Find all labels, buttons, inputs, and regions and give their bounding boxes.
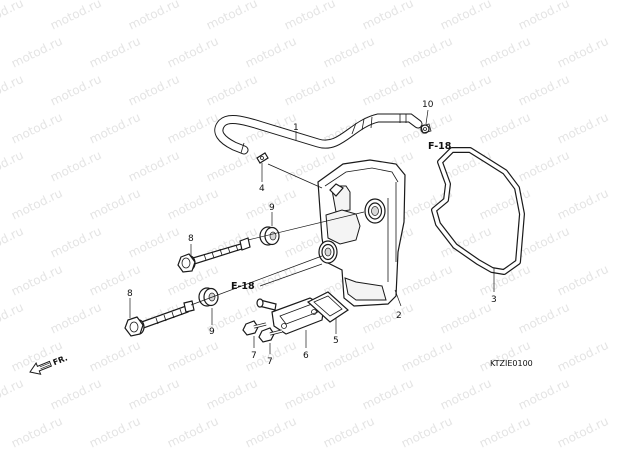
plate-gasket <box>306 291 349 323</box>
callout-5: 5 <box>333 336 339 346</box>
screw-right <box>258 327 283 343</box>
callout-3: 3 <box>491 295 497 305</box>
front-label: FR. <box>52 353 69 367</box>
breather-hose <box>214 113 423 155</box>
callout-1: 1 <box>293 123 299 133</box>
callout-4: 4 <box>259 184 265 194</box>
screw-left <box>242 320 267 336</box>
cylinder-head-cover <box>317 159 406 307</box>
callout-8-upper: 8 <box>188 234 194 244</box>
head-cover-gasket <box>431 147 525 275</box>
diagram-code: KTZIE0100 <box>490 359 533 368</box>
callout-labels: 1 2 3 4 5 6 7 7 8 8 9 9 10 <box>127 100 497 367</box>
ref-f18[interactable]: F-18 <box>428 141 452 152</box>
callout-9-lower: 9 <box>209 327 215 337</box>
hose-clamp <box>420 123 432 134</box>
arrow-left-icon <box>29 360 52 375</box>
callout-7-left: 7 <box>251 351 257 361</box>
callout-7-right: 7 <box>267 357 273 367</box>
bolt-upper <box>177 237 251 273</box>
callout-2: 2 <box>396 311 402 321</box>
hose-clip <box>256 152 269 164</box>
front-direction-indicator: FR. <box>29 353 69 375</box>
callout-10: 10 <box>422 100 434 110</box>
ref-e18[interactable]: E-18 <box>231 281 255 292</box>
callout-6: 6 <box>303 351 309 361</box>
callout-9-upper: 9 <box>269 203 275 213</box>
callout-8-lower: 8 <box>127 289 133 299</box>
leader-lines <box>129 109 495 354</box>
grommet-upper <box>259 226 280 246</box>
cover-bracket <box>256 297 325 335</box>
grommet-lower <box>198 287 219 307</box>
bolt-lower <box>124 300 195 337</box>
